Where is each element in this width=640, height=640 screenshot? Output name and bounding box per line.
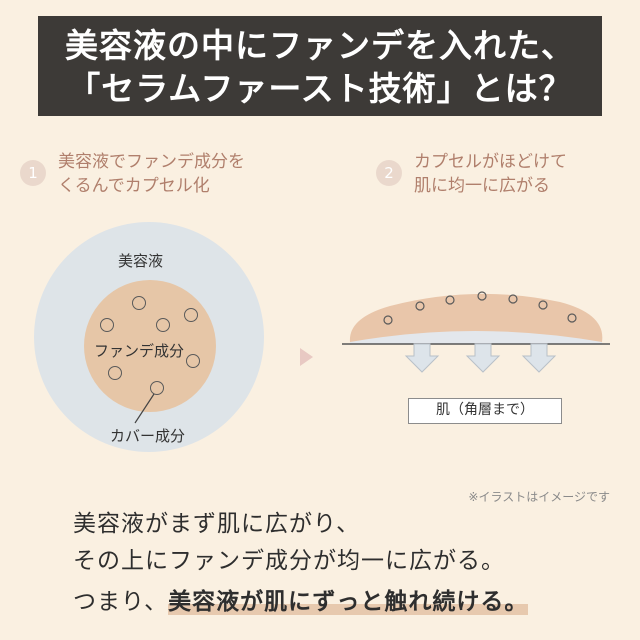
down-arrow-icon: [465, 343, 501, 373]
step-1: 1 美容液でファンデ成分を くるんでカプセル化: [20, 150, 245, 198]
cover-particle: [186, 354, 200, 368]
step-1-line-2: くるんでカプセル化: [58, 176, 210, 196]
title-banner: 美容液の中にファンデを入れた、 「セラムファースト技術」とは？: [38, 16, 602, 116]
cover-label: カバー成分: [110, 427, 186, 445]
step-2-line-2: 肌に均一に広がる: [414, 176, 550, 196]
title-line-1: 美容液の中にファンデを入れた、: [65, 26, 575, 65]
serum-layer: [350, 331, 602, 344]
body-line-3-prefix: つまり、: [73, 589, 169, 615]
cover-particles: [383, 291, 577, 325]
body-line-2: その上にファンデ成分が均一に広がる。: [73, 548, 505, 574]
cover-particle: [132, 296, 146, 310]
foundation-label: ファンデ成分: [94, 342, 185, 360]
penetration-arrows: [404, 343, 557, 373]
skin-label: 肌（角層まで）: [408, 398, 562, 424]
serum-label: 美容液: [118, 252, 164, 270]
step-1-text: 美容液でファンデ成分を くるんでカプセル化: [58, 150, 245, 198]
step-2: 2 カプセルがほどけて 肌に均一に広がる: [376, 150, 567, 198]
down-arrow-icon: [521, 343, 557, 373]
body-line-3: つまり、美容液が肌にずっと触れ続ける。: [73, 582, 529, 616]
illustration-note: ※イラストはイメージです: [468, 490, 610, 504]
cover-particle: [108, 366, 122, 380]
body-line-1: 美容液がまず肌に広がり、: [73, 511, 361, 537]
down-arrow-icon: [404, 343, 440, 373]
cover-particle: [184, 308, 198, 322]
cover-particle: [150, 381, 164, 395]
skin-spread-illustration: [342, 291, 610, 373]
step-1-number: 1: [20, 160, 46, 186]
next-step-arrow-icon: [300, 348, 313, 366]
title-line-2: 「セラムファースト技術」とは？: [67, 69, 573, 108]
cover-particle: [100, 318, 114, 332]
step-2-text: カプセルがほどけて 肌に均一に広がる: [414, 150, 567, 198]
body-line-3-highlight: 美容液が肌にずっと触れ続ける。: [168, 589, 529, 615]
step-1-line-1: 美容液でファンデ成分を: [58, 152, 245, 172]
cover-particle: [156, 318, 170, 332]
step-2-line-1: カプセルがほどけて: [414, 152, 567, 172]
step-2-number: 2: [376, 160, 402, 186]
